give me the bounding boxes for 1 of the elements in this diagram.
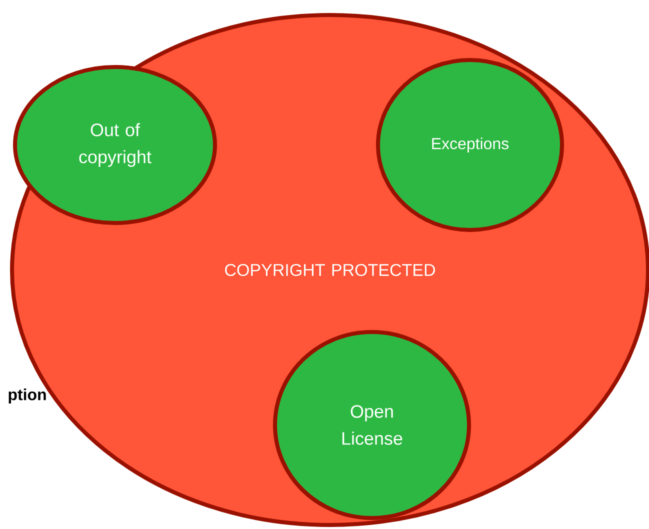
cut-off-label: ption xyxy=(8,388,46,404)
